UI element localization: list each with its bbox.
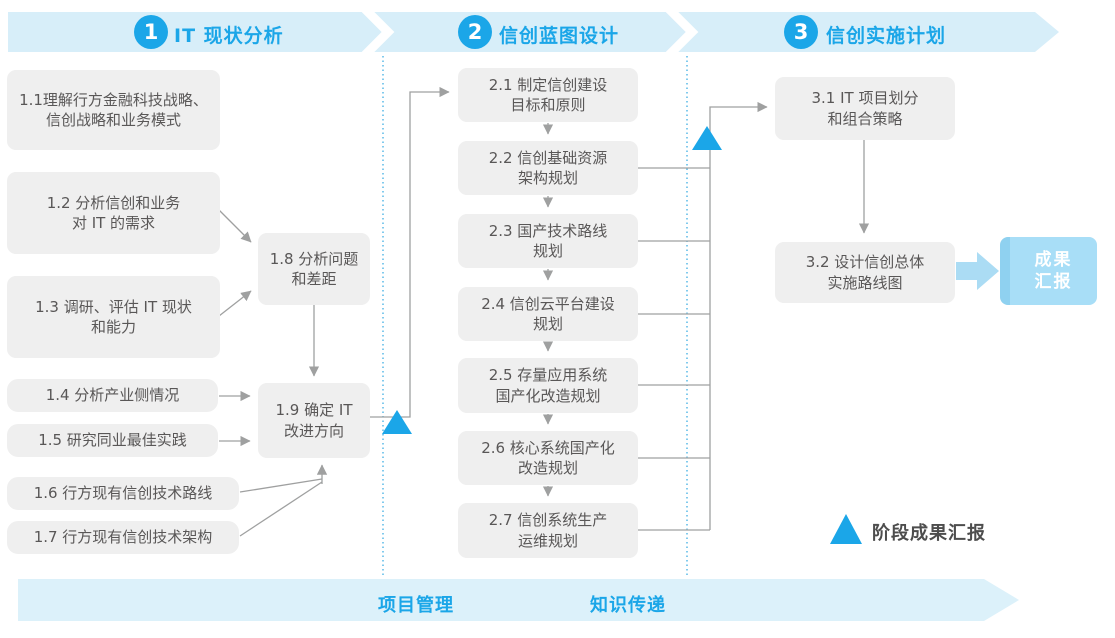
phase-3-number-badge: 3 xyxy=(784,15,818,49)
result-report-box: 成果 汇报 xyxy=(1000,237,1097,305)
step-box-2-4: 2.4 信创云平台建设 规划 xyxy=(458,287,638,341)
step-box-1-2: 1.2 分析信创和业务 对 IT 的需求 xyxy=(7,172,220,254)
bottom-banner-knowledge-transfer-label: 知识传递 xyxy=(590,595,666,616)
step-box-1-6: 1.6 行方现有信创技术路线 xyxy=(7,477,239,510)
phase-2-number-badge: 2 xyxy=(458,15,492,49)
legend-triangle-icon xyxy=(830,514,862,544)
step-box-2-2: 2.2 信创基础资源 架构规划 xyxy=(458,141,638,195)
bottom-band xyxy=(18,579,1019,621)
step-box-1-5: 1.5 研究同业最佳实践 xyxy=(7,424,218,457)
step-box-2-6: 2.6 核心系统国产化 改造规划 xyxy=(458,431,638,485)
step-box-3-2: 3.2 设计信创总体 实施路线图 xyxy=(775,242,955,303)
step-box-2-3: 2.3 国产技术路线 规划 xyxy=(458,214,638,268)
step-box-2-5: 2.5 存量应用系统 国产化改造规划 xyxy=(458,358,638,413)
phase-2-title: 信创蓝图设计 xyxy=(499,25,620,47)
phase1-report-triangle-icon xyxy=(382,410,412,434)
phase-divider-dotted-lines xyxy=(382,56,688,577)
step-box-1-9: 1.9 确定 IT 改进方向 xyxy=(258,383,370,458)
phase-separator-chevron-2 xyxy=(665,5,699,59)
bottom-banner-project-management-label: 项目管理 xyxy=(378,595,454,616)
step-box-1-8: 1.8 分析问题 和差距 xyxy=(258,233,370,305)
step-box-1-7: 1.7 行方现有信创技术架构 xyxy=(7,521,239,554)
phase-1-title: IT 现状分析 xyxy=(174,25,284,47)
phase-separator-chevron-1 xyxy=(361,5,395,59)
step-box-3-1: 3.1 IT 项目划分 和组合策略 xyxy=(775,77,955,140)
result-arrow-icon xyxy=(956,252,999,290)
step-box-1-4: 1.4 分析产业侧情况 xyxy=(7,379,218,412)
phase-3-title: 信创实施计划 xyxy=(826,25,947,47)
step-box-2-7: 2.7 信创系统生产 运维规划 xyxy=(458,503,638,558)
connector-arrows xyxy=(218,86,870,537)
phase-1-number-badge: 1 xyxy=(134,15,168,49)
legend-label: 阶段成果汇报 xyxy=(872,523,986,544)
step-box-1-1: 1.1理解行方金融科技战略、 信创战略和业务模式 xyxy=(7,70,220,150)
step-box-2-1: 2.1 制定信创建设 目标和原则 xyxy=(458,68,638,122)
step-box-1-3: 1.3 调研、评估 IT 现状 和能力 xyxy=(7,276,220,358)
phase2-report-triangle-icon xyxy=(692,126,722,150)
